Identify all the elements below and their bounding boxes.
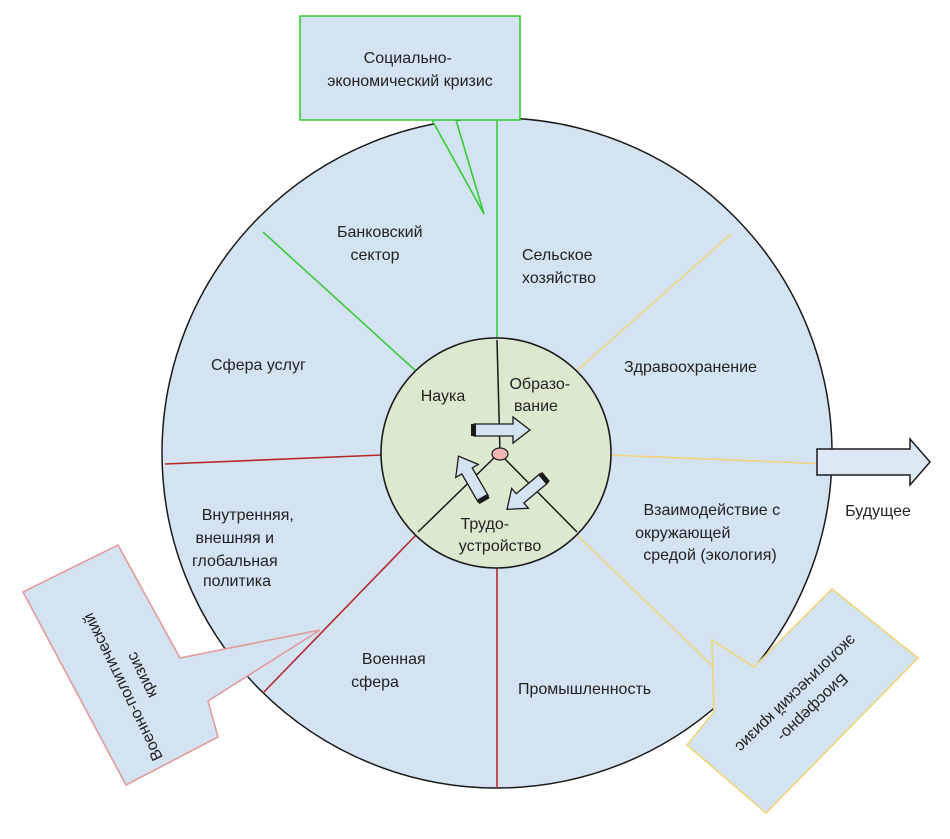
core-employment-line-2: устройство bbox=[459, 538, 542, 555]
sector-bank-line-1: Банковский bbox=[337, 224, 423, 241]
sector-ecology-line-1: Взаимодействие с bbox=[643, 502, 780, 519]
sector-agriculture: Сельское хозяйство bbox=[522, 247, 597, 287]
core-education-line-2: вание bbox=[514, 398, 558, 415]
sector-agriculture-line-2: хозяйство bbox=[522, 270, 596, 287]
core-employment-line-1: Трудо- bbox=[460, 516, 509, 533]
arrow-to-education bbox=[473, 415, 532, 445]
right-arrow-icon bbox=[816, 436, 931, 488]
sector-politics-line-4: политика bbox=[203, 573, 271, 590]
sector-politics-line-3: глобальная bbox=[192, 553, 278, 570]
divider-green-bank bbox=[262, 231, 418, 373]
callout-socio-economic: Социально- экономический кризис bbox=[299, 15, 521, 215]
arrow-to-employment bbox=[506, 472, 549, 510]
inner-divider-left bbox=[417, 454, 498, 533]
sector-dividers bbox=[164, 118, 831, 788]
core-science: Наука bbox=[421, 388, 466, 405]
core-education-line-1: Образо- bbox=[509, 376, 570, 393]
arrow-to-employment-tail bbox=[538, 471, 550, 485]
sector-military-line-2: сфера bbox=[351, 674, 399, 691]
inner-divider-right bbox=[500, 454, 578, 533]
sector-ecology-line-3: средой (экология) bbox=[643, 547, 776, 564]
callout-socio-line-2: экономический кризис bbox=[327, 73, 493, 90]
sector-politics: Внутренняя, внешняя и глобальная политик… bbox=[192, 507, 298, 590]
sector-ecology-line-2: окружающей bbox=[635, 525, 730, 542]
sector-politics-line-2: внешняя и bbox=[195, 530, 274, 547]
center-node bbox=[491, 447, 509, 461]
future-label: Будущее bbox=[845, 503, 911, 520]
sector-ecology: Взаимодействие с окружающей средой (экол… bbox=[635, 502, 784, 564]
core-employment: Трудо- устройство bbox=[459, 516, 542, 555]
callout-biosphere: Биосферно- экологический кризис bbox=[685, 587, 920, 815]
arrow-to-science-tail bbox=[476, 493, 490, 505]
divider-yellow-right bbox=[607, 454, 831, 465]
core-education: Образо- вание bbox=[509, 376, 574, 415]
divider-red-military bbox=[262, 533, 418, 694]
sector-bank: Банковский сектор bbox=[337, 224, 427, 264]
arrow-to-education-tail bbox=[471, 424, 476, 436]
sector-health: Здравоохранение bbox=[624, 359, 757, 376]
svg-text:Социально- экономический: Социально- экономический кризис bbox=[327, 50, 493, 90]
sector-agriculture-line-1: Сельское bbox=[522, 247, 593, 264]
sector-services: Сфера услуг bbox=[211, 357, 306, 374]
callout-military-political: Военно-политический кризис bbox=[21, 543, 321, 787]
callout-socio-line-1: Социально- bbox=[364, 50, 452, 67]
sector-politics-line-1: Внутренняя, bbox=[202, 507, 294, 524]
divider-red-left bbox=[164, 454, 383, 465]
cycle-arrows-icon bbox=[454, 415, 550, 510]
sector-bank-line-2: сектор bbox=[350, 247, 399, 264]
sector-industry: Промышленность bbox=[518, 681, 651, 698]
divider-yellow-agri bbox=[572, 233, 732, 375]
divider-yellow-eco bbox=[575, 533, 731, 684]
sector-military-line-1: Военная bbox=[362, 651, 426, 668]
sector-military: Военная сфера bbox=[351, 651, 430, 691]
arrow-to-science bbox=[454, 455, 490, 503]
